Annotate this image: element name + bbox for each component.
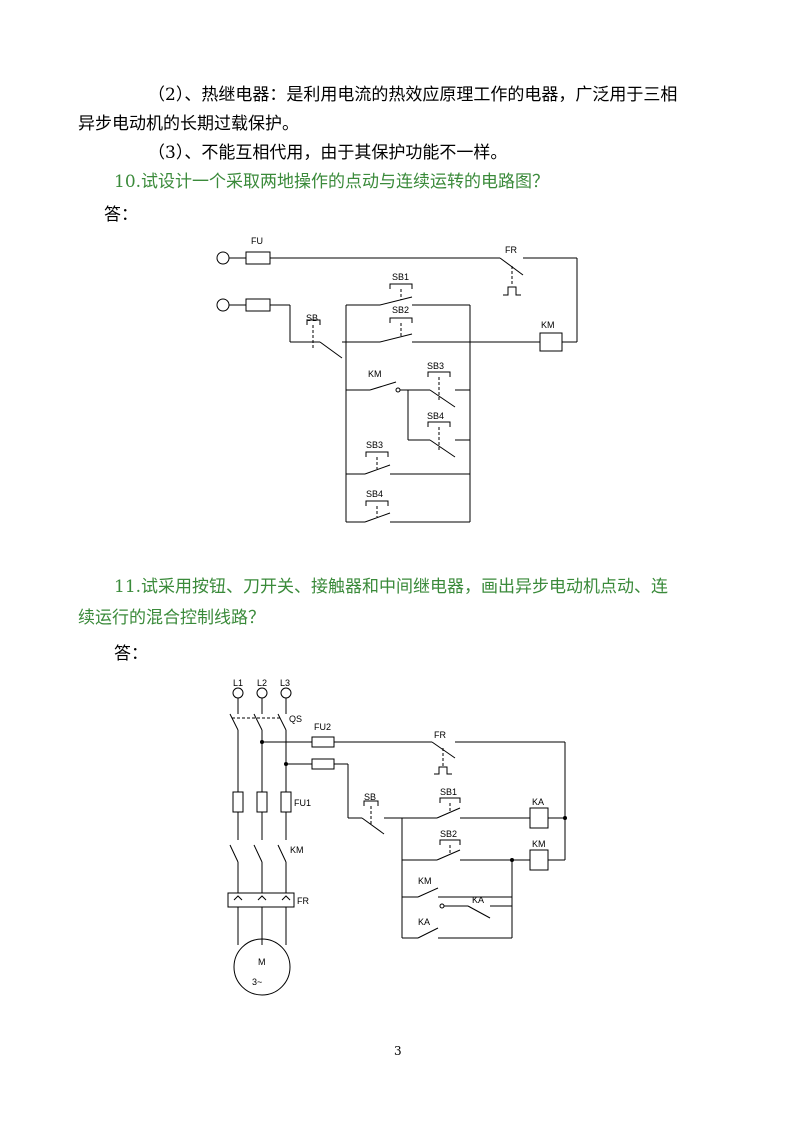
question-10: 10.试设计一个采取两地操作的点动与连续运转的电路图？	[114, 172, 550, 192]
label-sb1-ctrl: SB1	[440, 787, 457, 797]
page-number: 3	[394, 1044, 402, 1058]
label-sb2: SB2	[392, 305, 409, 315]
label-km-contact: KM	[368, 369, 382, 379]
label-motor: M	[258, 957, 266, 967]
label-sb4b: SB4	[366, 489, 383, 499]
label-motor-phase: 3~	[252, 977, 262, 987]
label-sb: SB	[306, 313, 318, 323]
label-fr: FR	[505, 245, 517, 255]
label-sb4a: SB4	[427, 411, 444, 421]
label-sb-ctrl: SB	[364, 792, 376, 802]
label-sb3b: SB3	[366, 440, 383, 450]
coil-ka	[529, 807, 549, 829]
thermal-relay-fr	[227, 892, 295, 908]
label-sb3a: SB3	[427, 361, 444, 371]
para-thermal-relay-cont: 异步电动机的长期过载保护。	[78, 114, 299, 134]
label-sb1: SB1	[392, 272, 409, 282]
label-fr-ctrl: FR	[434, 730, 446, 740]
label-fu1: FU1	[294, 798, 311, 808]
label-sb2-ctrl: SB2	[440, 829, 457, 839]
label-km-main: KM	[290, 845, 304, 855]
label-l2: L2	[257, 678, 267, 688]
coil-km-ctrl	[529, 849, 549, 871]
label-fu: FU	[251, 236, 263, 246]
answer-11-label: 答：	[114, 644, 148, 664]
label-fu2: FU2	[314, 722, 331, 732]
coil-km	[539, 332, 563, 352]
label-qs: QS	[289, 714, 302, 724]
label-ka-coil: KA	[532, 797, 544, 807]
label-km-contact-ctrl: KM	[418, 876, 432, 886]
question-11-line1: 11.试采用按钮、刀开关、接触器和中间继电器，画出异步电动机点动、连	[114, 577, 669, 597]
label-ka-contact2: KA	[418, 917, 430, 927]
question-11-line2: 续运行的混合控制线路？	[78, 608, 265, 628]
label-l1: L1	[233, 678, 243, 688]
label-km-coil-ctrl: KM	[532, 839, 546, 849]
para-thermal-relay: （2）、热继电器：是利用电流的热效应原理工作的电器，广泛用于三相	[148, 85, 678, 105]
label-ka-contact1: KA	[472, 895, 484, 905]
para-not-interchangeable: （3）、不能互相代用，由于其保护功能不一样。	[148, 143, 508, 163]
label-l3: L3	[280, 678, 290, 688]
label-fr-main: FR	[297, 896, 309, 906]
motor	[233, 938, 291, 996]
answer-10-label: 答：	[104, 205, 138, 225]
label-km-coil: KM	[541, 320, 555, 330]
